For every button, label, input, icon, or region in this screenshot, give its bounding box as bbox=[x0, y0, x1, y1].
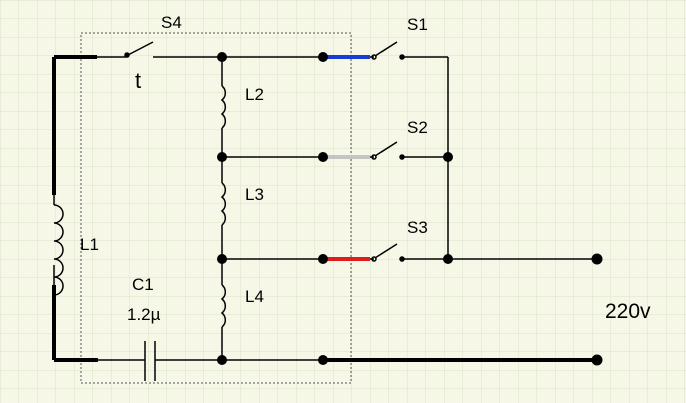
label-l1: L1 bbox=[80, 235, 99, 254]
junction-dot bbox=[217, 152, 227, 162]
junction-dot bbox=[443, 152, 453, 162]
junction-dot bbox=[443, 254, 453, 264]
junction-dot bbox=[318, 152, 328, 162]
switch-s3 bbox=[370, 243, 448, 262]
label-c1: C1 bbox=[132, 275, 154, 294]
label-l2: L2 bbox=[245, 85, 264, 104]
capacitor-c1 bbox=[140, 341, 222, 381]
junction-dot bbox=[318, 254, 328, 264]
label-thermal-t: t bbox=[135, 68, 141, 93]
junction-dot bbox=[217, 52, 227, 62]
junction-dot bbox=[217, 355, 227, 365]
switch-s4 bbox=[97, 41, 222, 58]
label-s1: S1 bbox=[407, 15, 428, 34]
label-s4: S4 bbox=[161, 13, 182, 32]
l4-coil bbox=[220, 284, 227, 328]
label-s2: S2 bbox=[407, 118, 428, 137]
l1-coil bbox=[53, 204, 64, 296]
switch-s2 bbox=[370, 141, 448, 160]
label-supply-voltage: 220v bbox=[605, 300, 651, 323]
label-c1-value: 1.2µ bbox=[127, 305, 161, 324]
l1-branch bbox=[52, 55, 140, 362]
label-l3: L3 bbox=[245, 185, 264, 204]
junction-dot bbox=[318, 355, 328, 365]
label-s3: S3 bbox=[407, 218, 428, 237]
junction-dot bbox=[318, 52, 328, 62]
l3-coil bbox=[220, 182, 227, 226]
supply-terminal bbox=[591, 354, 603, 366]
l2-coil bbox=[220, 85, 227, 129]
switch-s1 bbox=[370, 41, 448, 60]
label-l4: L4 bbox=[245, 287, 264, 306]
junction-dot bbox=[217, 254, 227, 264]
junction-dots bbox=[217, 52, 603, 366]
enclosure-outline bbox=[80, 32, 352, 384]
tap-wires bbox=[222, 56, 323, 260]
supply-terminal bbox=[591, 253, 603, 265]
